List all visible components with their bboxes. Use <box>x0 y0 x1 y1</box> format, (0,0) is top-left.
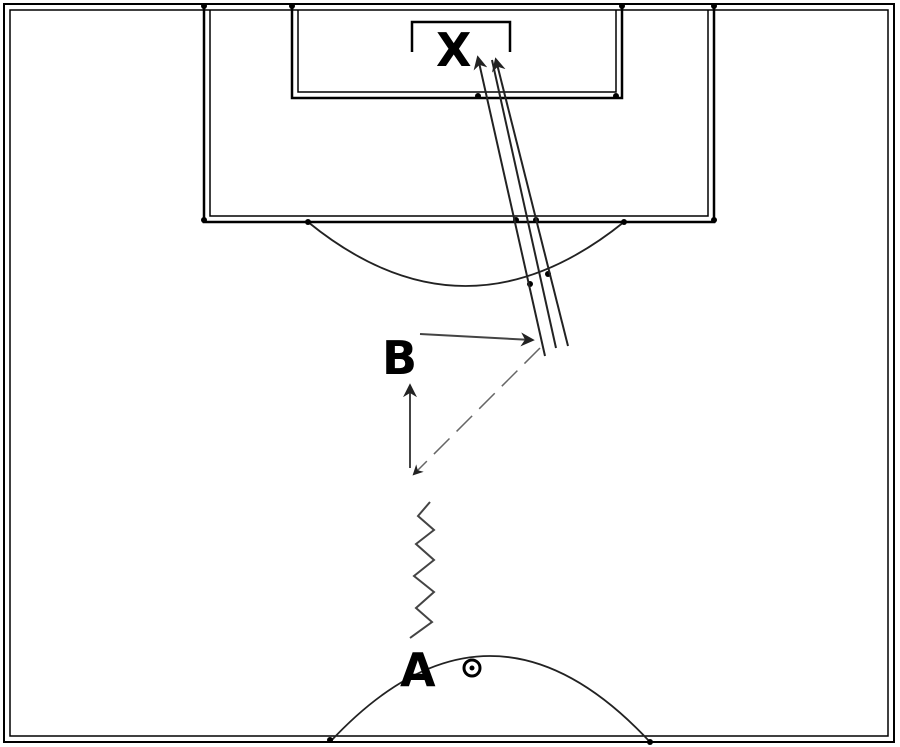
player-a-label: A <box>400 643 436 697</box>
pass-line <box>412 347 541 476</box>
shot-lines <box>473 55 569 357</box>
pitch-outline <box>3 3 895 743</box>
dribble-path <box>409 501 436 639</box>
player-b-run-across <box>419 332 535 347</box>
center-circle-arc <box>329 655 651 743</box>
soccer-ball-icon <box>462 658 482 678</box>
goal-frame <box>410 20 512 52</box>
player-b-label: B <box>382 331 417 385</box>
penalty-box <box>202 4 716 224</box>
goal-area <box>290 4 624 100</box>
goal-target-label: X <box>436 23 471 77</box>
line-dots <box>201 3 717 745</box>
penalty-arc <box>307 221 625 287</box>
